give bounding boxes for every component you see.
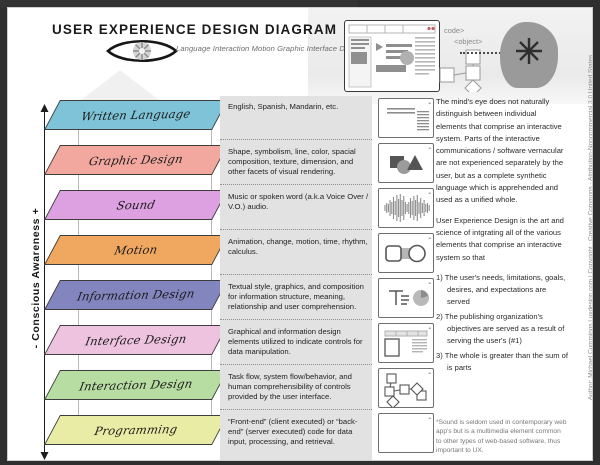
ux-goal-item: 3) The whole is greater than the sum of …	[436, 350, 568, 372]
header-flowchart-icon	[439, 49, 482, 92]
description-interface-design: Graphical and information design element…	[228, 327, 363, 357]
description-divider	[220, 184, 372, 185]
layer-sound[interactable]: Sound	[44, 190, 228, 220]
layer-written-language[interactable]: Written Language	[44, 100, 228, 130]
connector-dots	[460, 52, 504, 54]
diagram-sheet: USER EXPERIENCE DESIGN DIAGRAM Language …	[8, 8, 592, 460]
axis-line	[44, 110, 45, 454]
description-motion: Animation, change, motion, time, rhythm,…	[228, 237, 368, 257]
description-sound: Music or spoken word (a.k.a Voice Over /…	[228, 192, 369, 212]
layer-information-design[interactable]: Information Design	[44, 280, 228, 310]
layer-label: Sound	[115, 197, 157, 213]
icon-column: •• •• •• •• •• ••	[376, 96, 434, 460]
axis-label: - Conscious Awareness +	[30, 207, 42, 349]
wireframe-icon: ••	[378, 323, 434, 363]
layer-riser	[78, 263, 212, 280]
layer-label: Motion	[113, 242, 159, 258]
description-column: English, Spanish, Mandarin, etc. Shape, s…	[220, 96, 372, 460]
layer-label: Programming	[93, 421, 179, 439]
eye-caption: Language Interaction Motion Graphic Inte…	[176, 44, 350, 53]
layer-riser	[78, 308, 212, 325]
paragraph-mind-eye: The mind's eye does not naturally distin…	[436, 97, 564, 205]
layer-label: Interaction Design	[78, 376, 194, 394]
credit-text: Author: Michael Cummings | uxdesign.com …	[587, 54, 593, 401]
top-dark-band	[0, 0, 358, 8]
layer-riser	[78, 218, 212, 235]
ux-goal-item: 2) The publishing organization's objecti…	[436, 311, 565, 346]
header-code-tag-2: <object>	[454, 37, 483, 46]
header-code-tag-1: code>	[444, 26, 465, 35]
description-divider	[220, 364, 372, 365]
description-graphic-design: Shape, symbolism, line, color, spacial c…	[228, 147, 356, 177]
layer-interface-design[interactable]: Interface Design	[44, 325, 228, 355]
layer-interaction-design[interactable]: Interaction Design	[44, 370, 228, 400]
layer-riser	[78, 353, 212, 370]
code-icon: ••	[378, 413, 434, 453]
shapes-icon: ••	[378, 143, 434, 183]
layer-label: Interface Design	[84, 331, 188, 349]
eye-icon	[106, 36, 178, 66]
description-divider	[220, 139, 372, 140]
waveform-icon: ••	[378, 188, 434, 228]
type-chart-icon: ••	[378, 278, 434, 318]
author-credit: Author: Michael Cummings | uxdesign.com …	[576, 8, 593, 460]
insight-starburst-icon	[516, 38, 542, 64]
layer-riser	[78, 173, 212, 190]
description-divider	[220, 229, 372, 230]
layer-graphic-design[interactable]: Graphic Design	[44, 145, 228, 175]
layer-riser	[78, 398, 212, 415]
description-interaction-design: Task flow, system flow/behavior, and hum…	[228, 372, 352, 402]
paragraph-uxd-definition: User Experience Design is the art and sc…	[436, 215, 564, 262]
layer-riser	[78, 128, 212, 145]
description-divider	[220, 319, 372, 320]
layer-label: Written Language	[80, 106, 192, 124]
motion-toggle-icon: ••	[378, 233, 434, 273]
layer-label: Graphic Design	[87, 151, 185, 169]
description-divider	[220, 274, 372, 275]
sound-footnote: *Sound is seldom used in contemporary we…	[436, 418, 567, 455]
layer-programming[interactable]: Programming	[44, 415, 228, 445]
browser-mockup-icon	[344, 20, 440, 92]
text-lines-icon: ••	[378, 98, 434, 138]
ux-goals-list: 1) The user's needs, limitations, goals,…	[436, 272, 568, 374]
description-information-design: Textual style, graphics, and composition…	[228, 282, 364, 312]
layer-motion[interactable]: Motion	[44, 235, 228, 265]
page-title: USER EXPERIENCE DESIGN DIAGRAM	[52, 22, 338, 37]
flowchart-icon: ••	[378, 368, 434, 409]
layer-label: Information Design	[76, 286, 196, 304]
description-programming: “Front-end” (client executed) or “back-e…	[228, 417, 358, 447]
conscious-awareness-axis: - Conscious Awareness +	[18, 104, 52, 460]
ux-goal-item: 1) The user's needs, limitations, goals,…	[436, 272, 566, 307]
right-text-panel: The mind's eye does not naturally distin…	[436, 96, 568, 460]
description-written-language: English, Spanish, Mandarin, etc.	[228, 102, 339, 111]
description-divider	[220, 409, 372, 410]
